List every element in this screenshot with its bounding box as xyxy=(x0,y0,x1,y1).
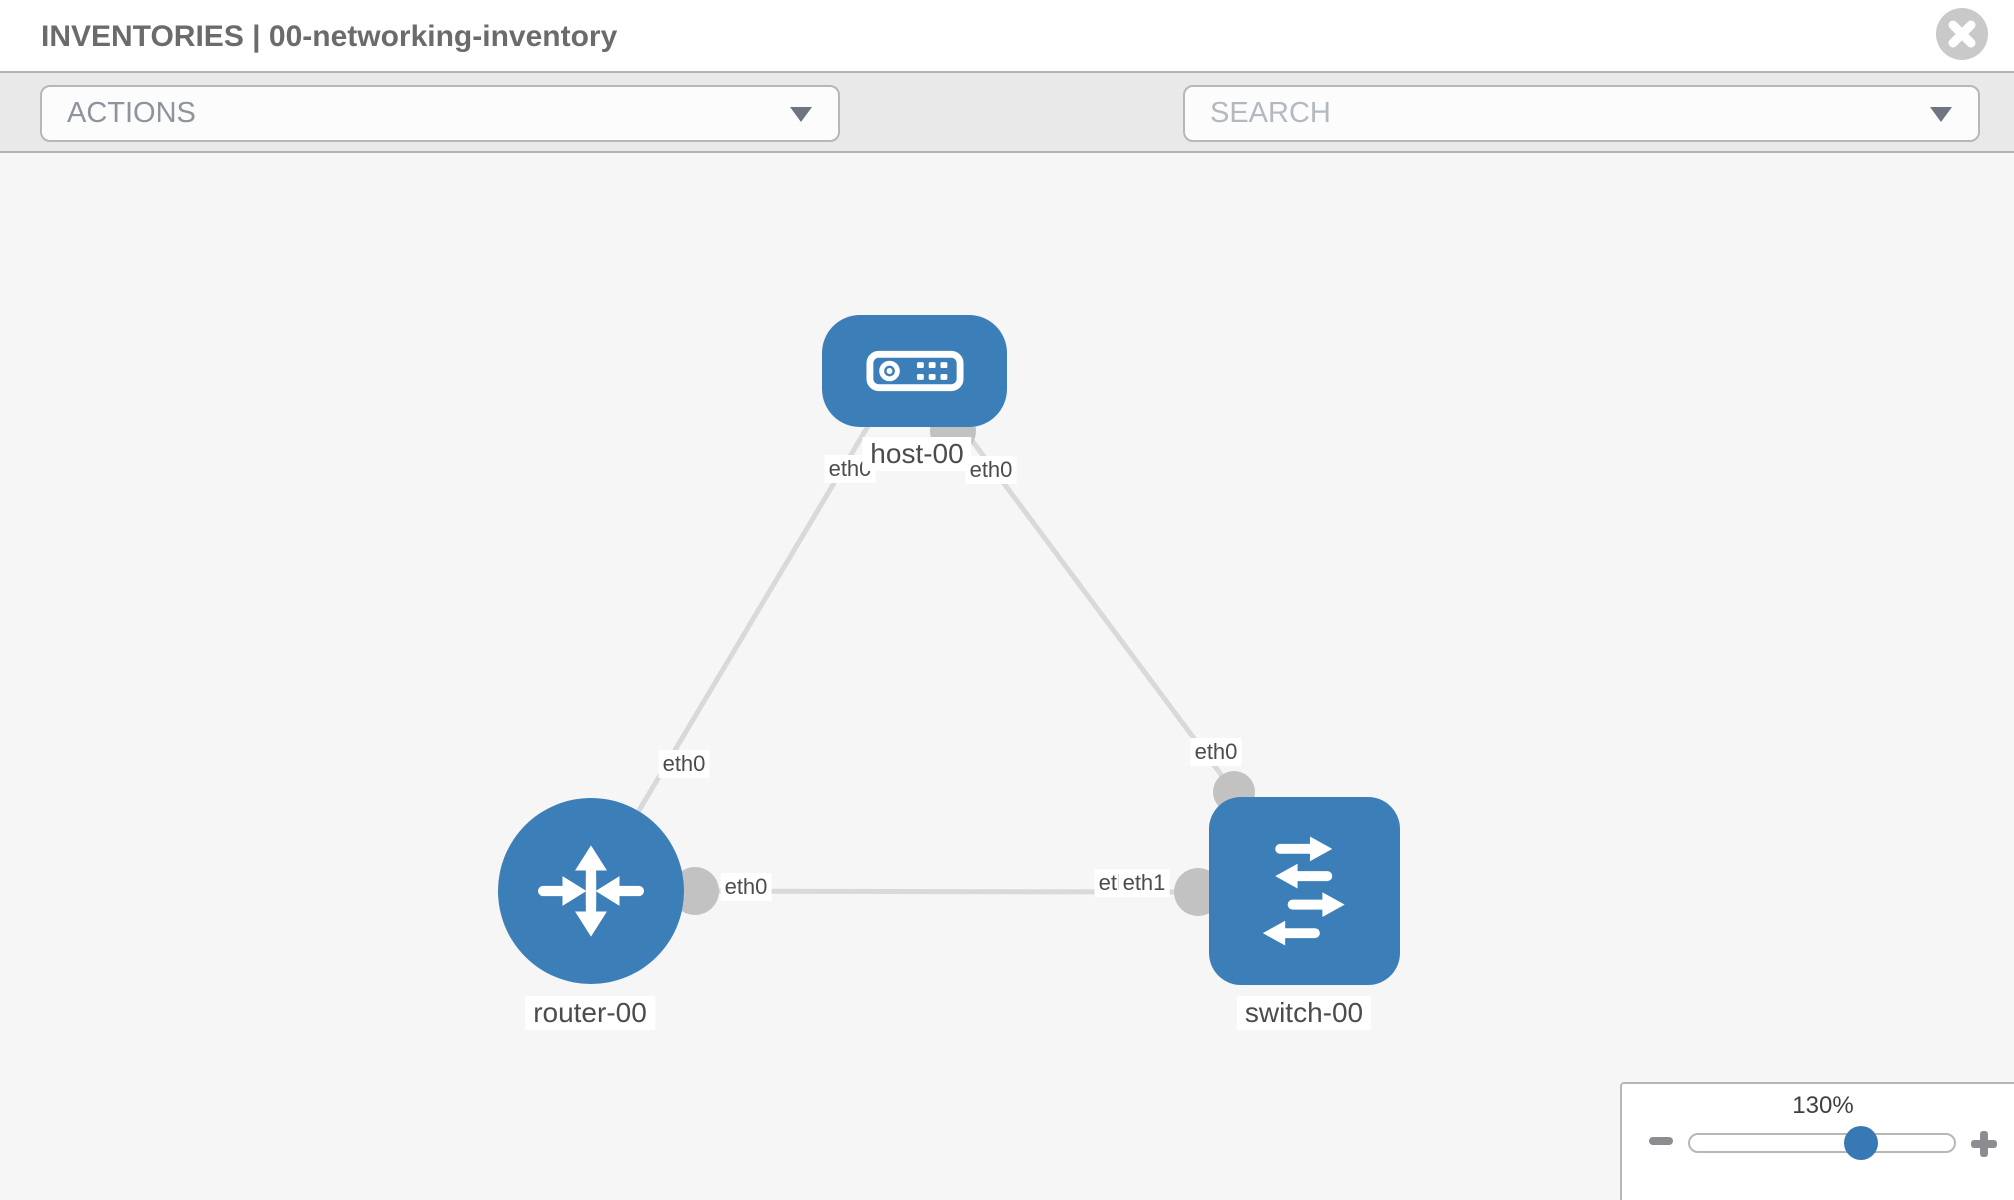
node-switch-00[interactable] xyxy=(1209,797,1400,985)
iface-label-switch-end-host-link: eth0 xyxy=(1190,738,1242,766)
chevron-down-icon xyxy=(790,107,812,122)
zoom-control-panel: 130% xyxy=(1620,1082,2014,1200)
zoom-out-button[interactable] xyxy=(1649,1137,1673,1145)
iface-label-router-end-host-link: eth0 xyxy=(658,750,710,778)
close-button[interactable] xyxy=(1936,8,1988,60)
actions-dropdown-value: ACTIONS xyxy=(67,97,196,129)
node-label-router: router-00 xyxy=(525,996,655,1030)
modal-header: INVENTORIES | 00-networking-inventory xyxy=(0,0,2014,71)
search-dropdown[interactable]: SEARCH xyxy=(1183,85,1980,142)
node-router-00[interactable] xyxy=(498,798,684,984)
actions-dropdown[interactable]: ACTIONS xyxy=(40,85,840,142)
page-title: INVENTORIES | 00-networking-inventory xyxy=(41,20,618,53)
switch-icon xyxy=(1262,836,1345,946)
router-icon xyxy=(537,845,645,937)
toolbar: ACTIONS SEARCH xyxy=(0,71,2014,209)
close-icon xyxy=(1936,8,1988,60)
iface-label-host-to-switch: eth0 xyxy=(965,456,1017,484)
zoom-slider-track[interactable] xyxy=(1688,1133,1956,1153)
host-icon xyxy=(865,350,964,392)
zoom-in-button[interactable] xyxy=(1970,1130,1998,1158)
node-label-switch: switch-00 xyxy=(1236,996,1372,1030)
zoom-level-value: 130% xyxy=(1792,1092,1854,1119)
iface-label-router-end-switch-link: eth0 xyxy=(720,873,772,901)
search-dropdown-value: SEARCH xyxy=(1210,97,1331,129)
topology-canvas[interactable]: eth0 host-00 eth0 eth0 eth0 eth0 eth0 et… xyxy=(0,153,2014,1200)
node-label-host: host-00 xyxy=(862,437,972,471)
chevron-down-icon xyxy=(1930,107,1952,122)
zoom-slider-handle[interactable] xyxy=(1844,1126,1878,1160)
topology-links-layer xyxy=(588,408,1255,916)
iface-label-switch-end: eth1 xyxy=(1118,869,1170,897)
node-host-00[interactable] xyxy=(822,315,1007,427)
